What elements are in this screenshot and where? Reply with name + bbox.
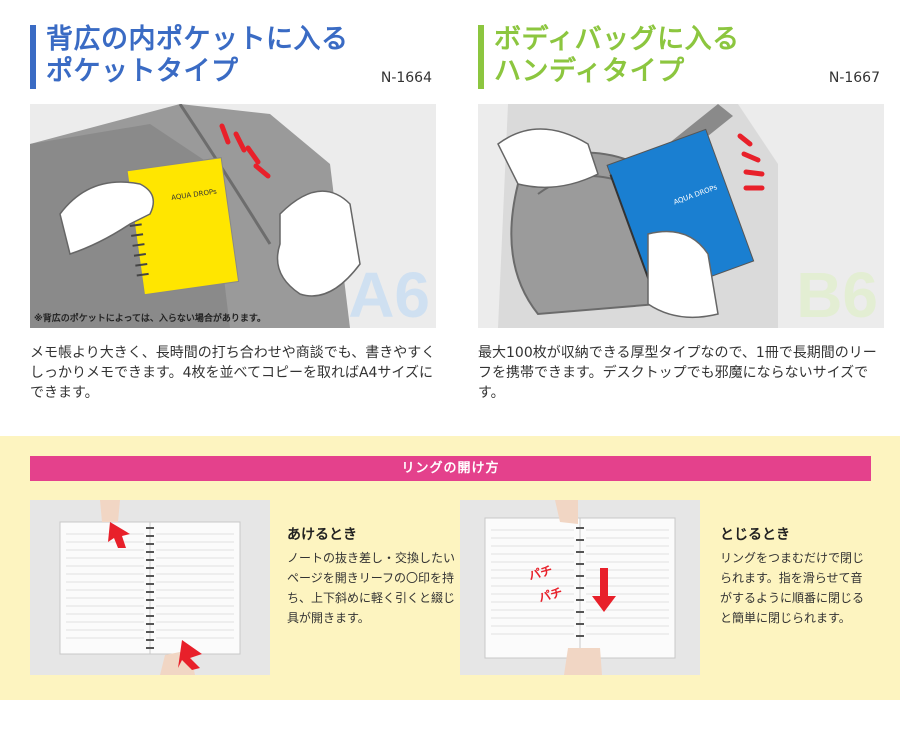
bag-illustration: AQUA DROPs [478,104,884,328]
open-ring-title: あけるとき [287,527,357,543]
close-ring-illustration: パチ パチ [460,500,700,675]
pocket-note: ※背広のポケットによっては、入らない場合があります。 [34,314,266,324]
product-title-line1: ボディバッグに入る [494,24,740,55]
product-heading: 背広の内ポケットに入る ポケットタイプ N-1664 [30,0,450,100]
sound-text-1: パチ [527,563,554,583]
product-code: N-1664 [380,70,432,86]
product-title-line1: 背広の内ポケットに入る [46,24,349,55]
close-ring-title: とじるとき [720,527,790,543]
product-pocket-type: 背広の内ポケットに入る ポケットタイプ N-1664 A [30,0,450,401]
ring-instructions-section: リングの開け方 [0,436,900,700]
close-ring-photo: パチ パチ [460,500,700,675]
product-description: メモ帳より大きく、長時間の打ち合わせや商談でも、書きやすくしっかりメモできます。… [30,345,436,401]
product-title-line2: ハンディタイプ [494,56,685,87]
heading-accent-bar [478,25,484,89]
product-title-line2: ポケットタイプ [46,56,239,87]
size-label-a6: A6 [348,259,430,328]
open-ring-photo [30,500,270,675]
ring-section-title: リングの開け方 [30,456,871,481]
sound-text-2: パチ [537,585,564,605]
product-handy-type: ボディバッグに入る ハンディタイプ N-1667 AQUA DROPs [478,0,898,401]
arrow-down-icon [592,568,616,612]
product-code: N-1667 [828,70,880,86]
product-title: ボディバッグに入る ハンディタイプ [494,0,898,88]
pocket-illustration: AQUA DROPs [30,104,436,328]
product-photo-pocket: AQUA DROPs ※背広のポケットによっては、入らない場合があります。 A6 [30,104,436,328]
heading-accent-bar [30,25,36,89]
product-heading: ボディバッグに入る ハンディタイプ N-1667 [478,0,898,100]
product-photo-bag: AQUA DROPs B6 [478,104,884,328]
open-ring-description: ノートの抜き差し・交換したいページを開きリーフの〇印を持ち、上下斜めに軽く引くと… [287,551,456,625]
product-title: 背広の内ポケットに入る ポケットタイプ [46,0,450,88]
arrow-up-icon [108,522,130,548]
close-ring-description: リングをつまむだけで閉じられます。指を滑らせて音がするように順番に閉じると簡単に… [720,551,865,625]
open-ring-illustration [30,500,270,675]
size-label-b6: B6 [796,259,878,328]
product-description: 最大100枚が収納できる厚型タイプなので、1冊で長期間のリーフを携帯できます。デ… [478,345,877,401]
arrow-down-icon [178,640,202,670]
